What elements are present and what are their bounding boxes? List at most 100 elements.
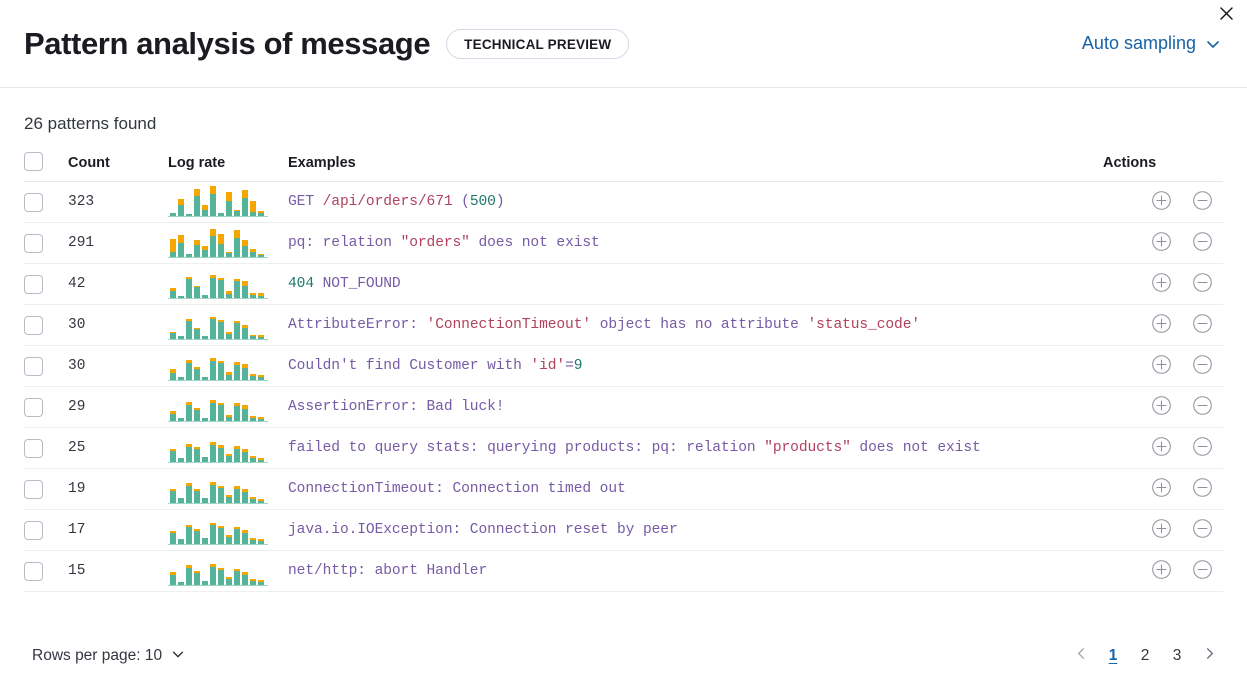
sparkline-bar: [218, 278, 224, 298]
filter-for-value-button[interactable]: [1141, 477, 1182, 501]
rows-per-page-button[interactable]: Rows per page: 10: [24, 641, 193, 672]
plus-circle-icon: [1151, 560, 1172, 583]
row-checkbox[interactable]: [24, 397, 43, 417]
row-select-cell: [24, 345, 68, 387]
filter-for-value-button[interactable]: [1141, 395, 1182, 419]
row-checkbox[interactable]: [24, 274, 43, 294]
filter-out-value-button[interactable]: [1182, 559, 1223, 583]
close-icon: [1219, 6, 1234, 24]
row-checkbox[interactable]: [24, 438, 43, 458]
row-example-text: failed to query stats: querying products…: [288, 427, 1103, 469]
example-token: /api/orders/671: [322, 194, 453, 210]
sparkline-bar: [210, 442, 216, 462]
sparkline-bar: [178, 498, 184, 503]
sparkline: [168, 392, 268, 422]
sparkline-bar: [194, 408, 200, 421]
pagination-prev-button[interactable]: [1067, 642, 1095, 670]
filter-for-value-button[interactable]: [1141, 313, 1182, 337]
sparkline: [168, 515, 268, 545]
filter-for-value-button[interactable]: [1141, 354, 1182, 378]
row-select-cell: [24, 509, 68, 551]
filter-for-value-button[interactable]: [1141, 559, 1182, 583]
sparkline-bar: [242, 572, 248, 585]
row-example-text: GET /api/orders/671 (500): [288, 181, 1103, 223]
sparkline-bar: [242, 240, 248, 257]
row-count: 30: [68, 345, 168, 387]
example-token: AttributeError:: [288, 317, 427, 333]
plus-circle-icon: [1151, 314, 1172, 337]
close-button[interactable]: [1213, 2, 1239, 28]
row-actions: [1103, 304, 1223, 346]
minus-circle-icon: [1192, 232, 1213, 255]
auto-sampling-button[interactable]: Auto sampling: [1080, 29, 1223, 58]
sparkline-bar: [194, 529, 200, 544]
sparkline-bar: [258, 254, 264, 257]
filter-out-value-button[interactable]: [1182, 231, 1223, 255]
sparkline-bar: [186, 254, 192, 257]
filter-out-value-button[interactable]: [1182, 436, 1223, 460]
filter-for-value-button[interactable]: [1141, 272, 1182, 296]
sparkline-bar: [234, 486, 240, 503]
row-checkbox[interactable]: [24, 479, 43, 499]
filter-for-value-button[interactable]: [1141, 436, 1182, 460]
pagination-page-2[interactable]: 2: [1131, 642, 1159, 670]
example-token: "products": [764, 440, 851, 456]
sparkline-bar: [258, 417, 264, 421]
sparkline-bar: [242, 530, 248, 544]
pagination-next-button[interactable]: [1195, 642, 1223, 670]
pagination-page-3[interactable]: 3: [1163, 642, 1191, 670]
row-checkbox[interactable]: [24, 192, 43, 212]
sparkline-bar: [202, 295, 208, 298]
row-actions: [1103, 468, 1223, 510]
filter-for-value-button[interactable]: [1141, 518, 1182, 542]
sparkline-bar: [186, 402, 192, 421]
filter-out-value-button[interactable]: [1182, 190, 1223, 214]
example-token: java.io.IOException: Connection reset by…: [288, 522, 678, 538]
column-header-examples: Examples: [288, 152, 1103, 182]
row-select-cell: [24, 304, 68, 346]
row-checkbox[interactable]: [24, 561, 43, 581]
select-all-checkbox[interactable]: [24, 152, 43, 171]
filter-out-value-button[interactable]: [1182, 395, 1223, 419]
filter-for-value-button[interactable]: [1141, 231, 1182, 255]
plus-circle-icon: [1151, 396, 1172, 419]
filter-out-value-button[interactable]: [1182, 272, 1223, 296]
plus-circle-icon: [1151, 232, 1172, 255]
row-actions: [1103, 509, 1223, 551]
example-token: ConnectionTimeout: Connection timed out: [288, 481, 626, 497]
sparkline-bar: [186, 214, 192, 216]
row-log-rate-sparkline: [168, 181, 288, 223]
sparkline-bar: [170, 572, 176, 585]
filter-out-value-button[interactable]: [1182, 477, 1223, 501]
sparkline-bar: [226, 192, 232, 216]
row-checkbox[interactable]: [24, 356, 43, 376]
pagination-page-1[interactable]: 1: [1099, 642, 1127, 670]
row-checkbox[interactable]: [24, 315, 43, 335]
row-select-cell: [24, 181, 68, 223]
filter-out-value-button[interactable]: [1182, 313, 1223, 337]
row-checkbox[interactable]: [24, 233, 43, 253]
filter-out-value-button[interactable]: [1182, 518, 1223, 542]
sparkline-bar: [258, 458, 264, 462]
row-actions: [1103, 427, 1223, 469]
filter-out-value-button[interactable]: [1182, 354, 1223, 378]
filter-for-value-button[interactable]: [1141, 190, 1182, 214]
sparkline-bar: [186, 444, 192, 462]
row-example-text: 404 NOT_FOUND: [288, 263, 1103, 305]
row-checkbox[interactable]: [24, 520, 43, 540]
sparkline-bar: [210, 229, 216, 257]
chevron-down-icon: [171, 647, 185, 666]
status-badge: TECHNICAL PREVIEW: [446, 28, 630, 59]
sparkline-bar: [226, 415, 232, 421]
